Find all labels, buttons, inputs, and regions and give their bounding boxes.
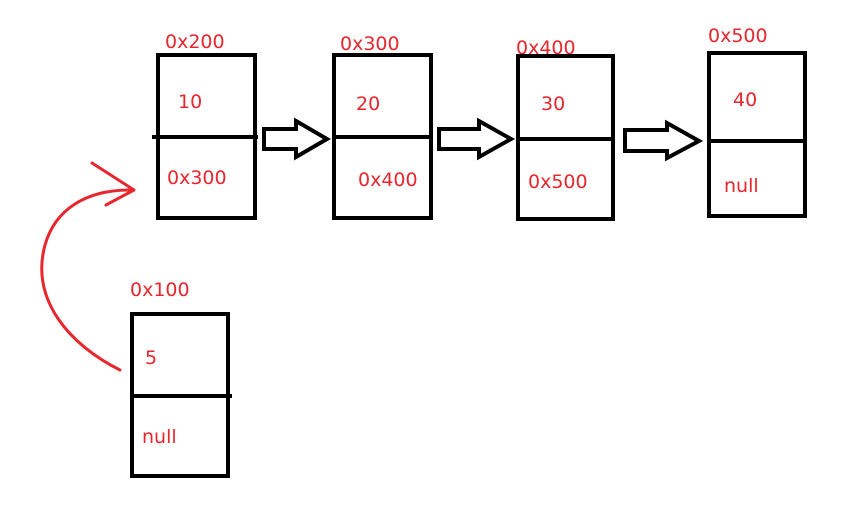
node-data: 20 [356,93,380,115]
node-0x300: 0x300 20 0x400 [332,33,433,220]
arrow-right-icon [623,119,704,162]
node-address: 0x100 [130,279,190,301]
node-0x400: 0x400 30 0x500 [516,37,615,221]
insert-pointer-curve [40,188,132,372]
node-next: 0x400 [358,169,418,191]
node-address: 0x400 [516,37,576,59]
node-0x100: 0x100 5 null [130,279,232,478]
arrow-right-icon [437,117,516,161]
node-address: 0x500 [708,25,768,47]
node-data: 5 [145,347,157,369]
node-data: 30 [541,93,565,115]
node-address: 0x200 [165,31,225,53]
node-data: 40 [733,89,757,111]
node-data: 10 [178,91,202,113]
insert-pointer-arrowhead-icon [90,161,136,207]
node-next: 0x300 [167,167,227,189]
node-next: null [724,175,759,197]
node-0x200: 0x200 10 0x300 [152,31,258,220]
node-next: null [142,426,177,448]
arrow-right-icon [262,117,331,161]
node-box [707,51,807,218]
node-0x500: 0x500 40 null [707,25,807,218]
node-address: 0x300 [340,33,400,55]
node-next: 0x500 [528,171,588,193]
